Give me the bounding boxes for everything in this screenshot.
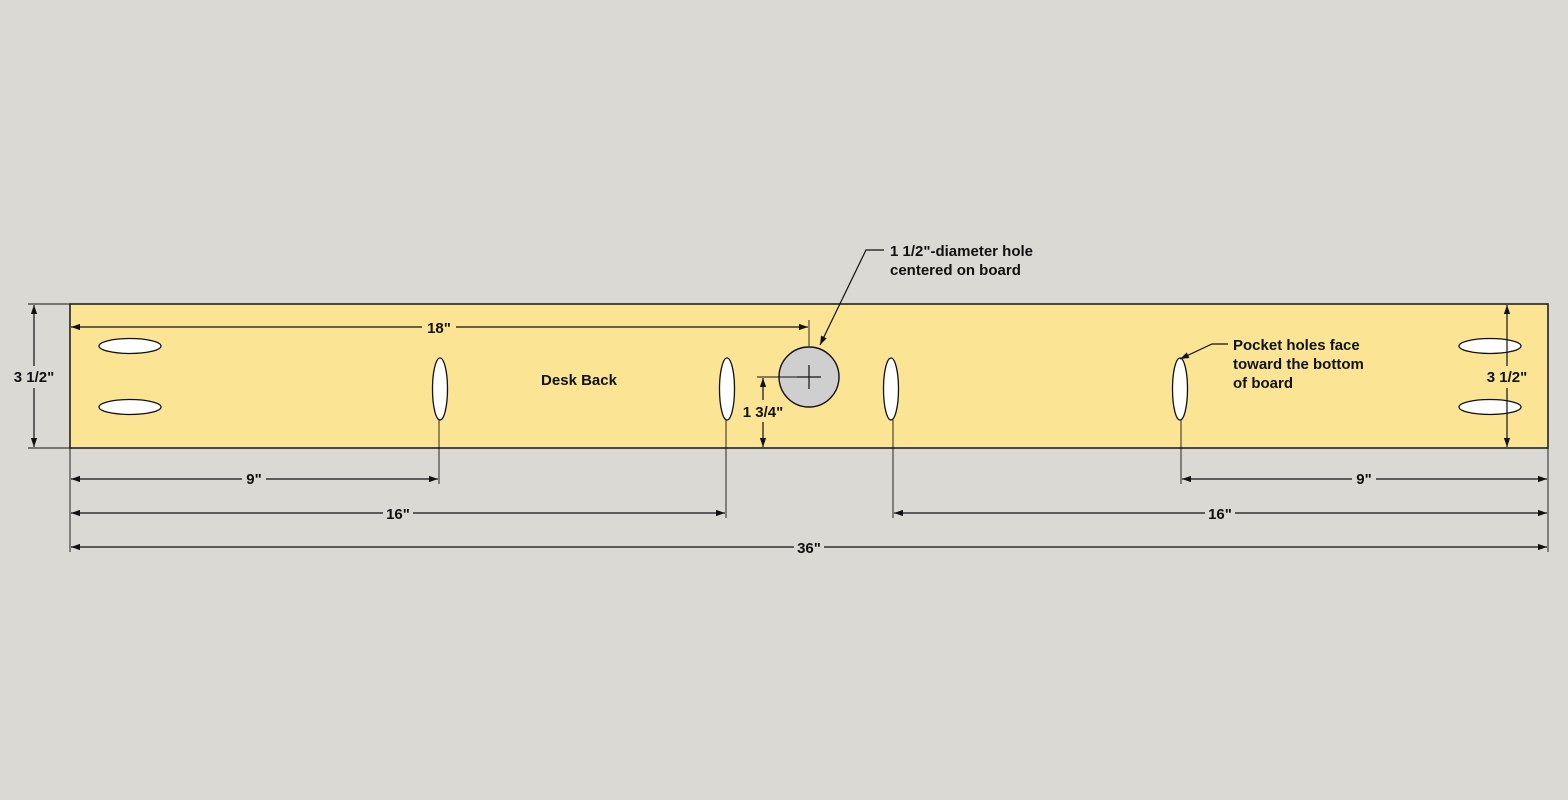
dim-9-right-label: 9" bbox=[1356, 471, 1371, 488]
pocket-hole-9-right bbox=[1171, 357, 1189, 421]
dim-16-left-label: 16" bbox=[386, 506, 410, 523]
height-right-label: 3 1/2" bbox=[1487, 369, 1527, 386]
height-left-label: 3 1/2" bbox=[14, 369, 54, 386]
pocket-note-line3: of board bbox=[1233, 375, 1293, 392]
hole-height-label: 1 3/4" bbox=[743, 404, 783, 421]
pocket-note-line2: toward the bottom bbox=[1233, 356, 1364, 373]
dim-18-label: 18" bbox=[427, 320, 451, 337]
pocket-note-line1: Pocket holes face bbox=[1233, 337, 1360, 354]
pocket-hole-16-left bbox=[718, 357, 736, 421]
pocket-hole-left-top bbox=[98, 337, 162, 355]
dim-16-right-label: 16" bbox=[1208, 506, 1232, 523]
pocket-hole-left-bottom bbox=[98, 398, 162, 416]
pocket-hole-right-top bbox=[1458, 337, 1522, 355]
hole-note-line1: 1 1/2"-diameter hole bbox=[890, 243, 1033, 260]
pocket-hole-right-bottom bbox=[1458, 398, 1522, 416]
pocket-callout-leader bbox=[1179, 343, 1228, 360]
pocket-hole-16-right bbox=[882, 357, 900, 421]
dim-9-left-label: 9" bbox=[246, 471, 261, 488]
hole-note-line2: centered on board bbox=[890, 262, 1021, 279]
dim-36-label: 36" bbox=[797, 540, 821, 557]
pocket-hole-9-left bbox=[431, 357, 449, 421]
board-name-label: Desk Back bbox=[541, 372, 618, 389]
hole-callout-leader bbox=[819, 249, 884, 346]
